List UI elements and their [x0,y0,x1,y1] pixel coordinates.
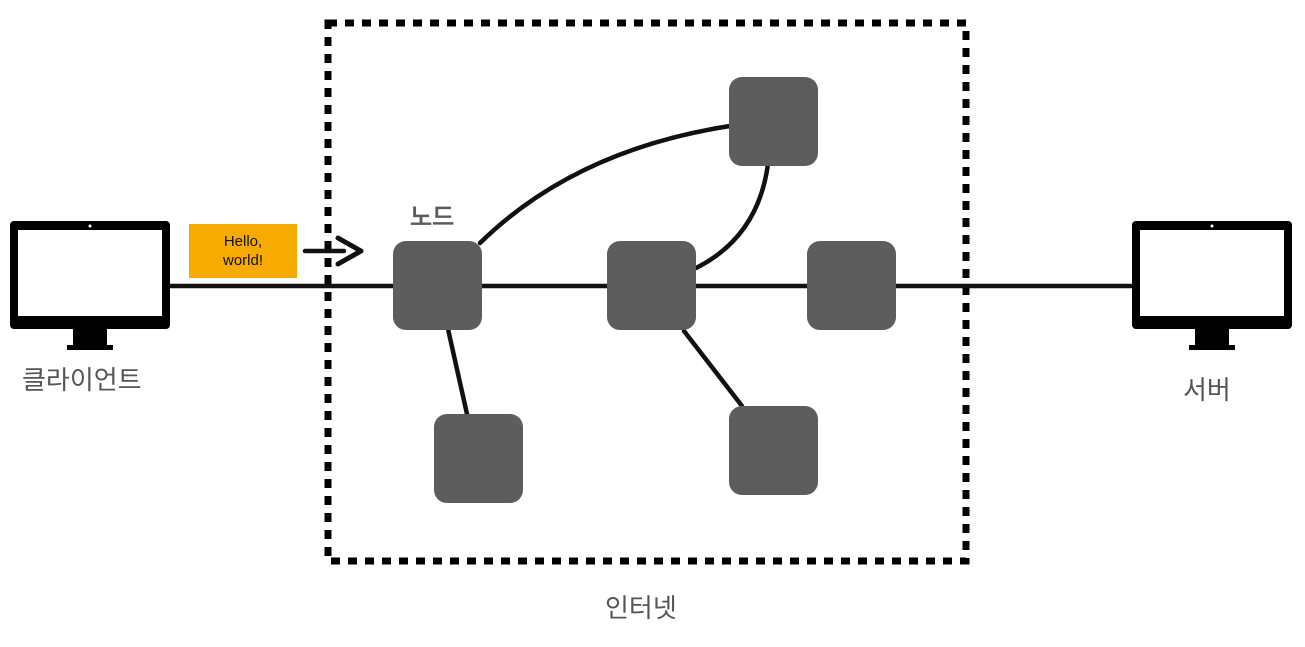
node-lower-right [729,406,818,495]
node-lower-left [434,414,523,503]
link-node-middle-node-lower-right [681,328,745,409]
node-top [729,77,818,166]
arrow-right-icon [335,235,364,267]
internet-label: 인터넷 [605,594,677,624]
hello-world-message: Hello, world! [189,224,297,278]
link-node-a-node-lower-left [445,326,470,417]
internet-boundary [324,19,970,565]
client-label: 클라이언트 [22,366,142,396]
node-right [807,241,896,330]
server-label: 서버 [1183,376,1231,406]
link-node-a-node-top [477,123,733,246]
server-monitor-icon [1132,221,1292,350]
link-node-top-node-middle [691,161,771,272]
node-a [393,241,482,330]
client-monitor-icon [10,221,170,350]
node-label: 노드 [410,203,455,231]
node-middle [607,241,696,330]
